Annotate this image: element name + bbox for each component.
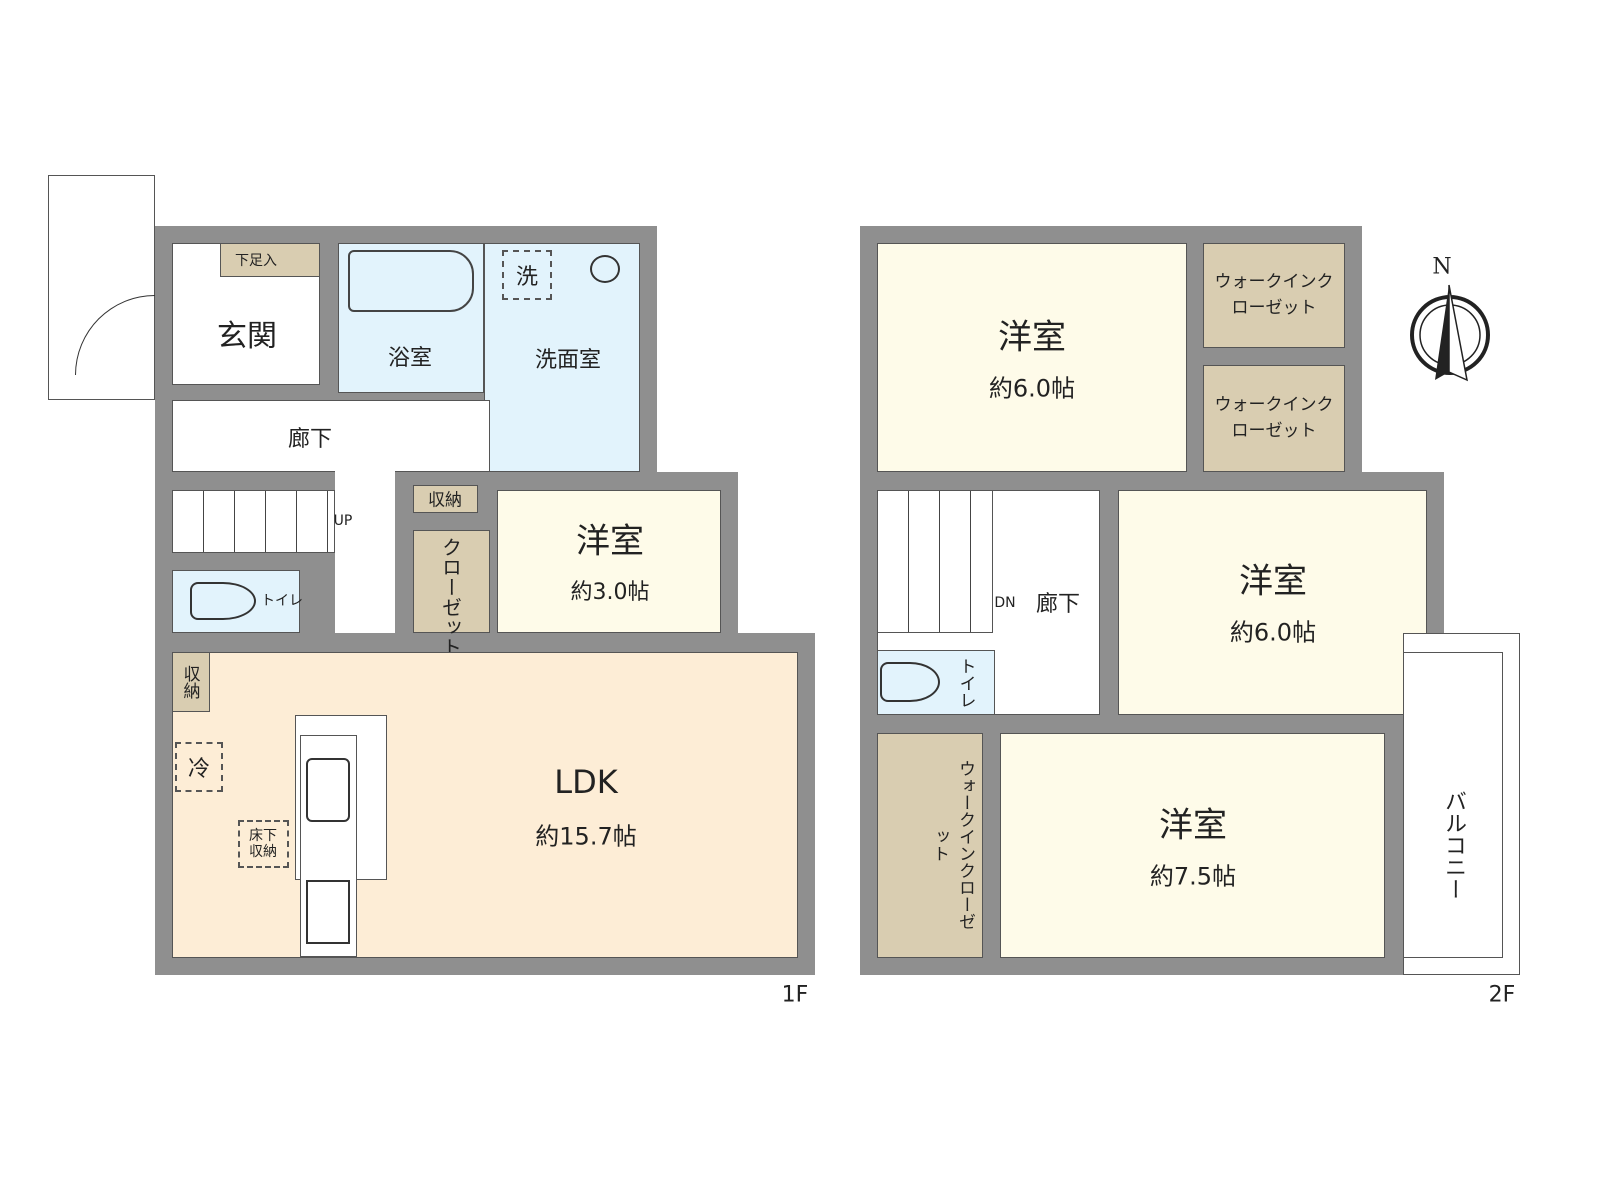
toilet-label: トイレ: [261, 593, 303, 609]
balcony: [1403, 652, 1503, 958]
stairs-1f[interactable]: [172, 490, 335, 553]
western-a-size: 約6.0帖: [988, 374, 1076, 403]
western-room-7-5: [1000, 733, 1385, 958]
western-c-label: 洋室: [1159, 805, 1227, 846]
western-c-size: 約7.5帖: [1149, 862, 1237, 891]
dn-label: DN: [994, 595, 1016, 611]
ldk-label: LDK: [554, 763, 618, 801]
getabako-label: 下足入: [235, 253, 277, 269]
getabako: [220, 243, 320, 277]
stove-icon: [306, 880, 350, 944]
compass-icon: [1410, 284, 1490, 382]
western-b-size: 約6.0帖: [1229, 618, 1317, 647]
storage2-label: 収納: [179, 665, 200, 699]
up-label: UP: [333, 513, 353, 529]
fridge-label: 冷: [187, 757, 211, 782]
hall2-label: 廊下: [1035, 592, 1081, 617]
underfloor-label: 床下収納: [249, 828, 277, 860]
toilet-icon: [190, 582, 256, 620]
western-room-3: [497, 490, 721, 633]
compass-north-label: N: [1432, 254, 1452, 280]
closet-label: クローゼット: [438, 537, 463, 657]
washroom: [484, 243, 640, 472]
western-a-label: 洋室: [998, 317, 1066, 358]
fridge-space: [175, 742, 223, 792]
washer-label: 洗: [515, 265, 539, 290]
western-room-6b: [1118, 490, 1427, 715]
western-b-label: 洋室: [1239, 561, 1307, 602]
bathtub-icon: [348, 250, 474, 312]
sink-icon: [590, 255, 620, 283]
western-label: 洋室: [576, 521, 644, 562]
underfloor-storage: [238, 820, 289, 868]
wic-a-label: ウォークインクローゼット: [1214, 272, 1334, 318]
walk-in-closet-b: [1203, 365, 1345, 472]
hallway-1f: [335, 470, 395, 633]
floor2-label: 2F: [1488, 982, 1516, 1008]
washer-space: [502, 250, 552, 300]
storage-label: 収納: [428, 490, 462, 511]
walk-in-closet-a: [1203, 243, 1345, 348]
western-size: 約3.0帖: [570, 580, 650, 605]
storage-ldk: [172, 652, 210, 712]
ldk-size: 約15.7帖: [535, 822, 637, 851]
toilet-icon: [880, 662, 940, 702]
kitchen-sink-icon: [306, 758, 350, 822]
genkan-label: 玄関: [217, 319, 277, 354]
storage-1f: [413, 485, 478, 513]
wic-b-label: ウォークインクローゼット: [1214, 395, 1334, 441]
washroom-label: 洗面室: [534, 348, 602, 373]
bath-label: 浴室: [387, 346, 433, 371]
stairs-2f[interactable]: [877, 490, 993, 633]
hallway-1f: [172, 400, 490, 472]
floor1-label: 1F: [781, 982, 809, 1008]
hall-label: 廊下: [287, 427, 333, 452]
closet-1f: [413, 530, 490, 633]
balcony-label: バルコニー: [1441, 790, 1466, 900]
western-room-6a: [877, 243, 1187, 472]
wic-c-label: ウォークインクローゼット: [929, 760, 975, 930]
ldk: [172, 652, 798, 958]
walk-in-closet-c: [877, 733, 983, 958]
kitchen-counter: [300, 735, 357, 957]
toilet2-label: トイレ: [955, 657, 976, 709]
